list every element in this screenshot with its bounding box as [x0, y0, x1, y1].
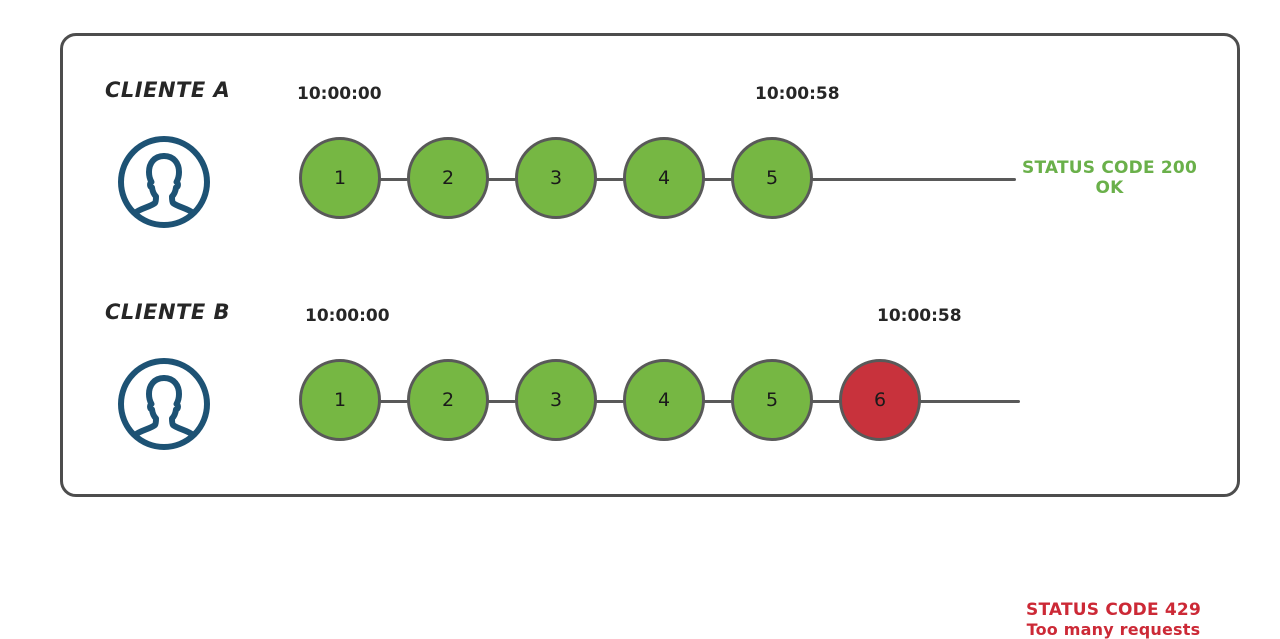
- link-line: [486, 400, 516, 403]
- timestamp-end-a: 10:00:58: [755, 84, 840, 104]
- link-line: [378, 400, 408, 403]
- request-node[interactable]: 4: [623, 137, 705, 219]
- link-line-to-status: [918, 400, 1020, 403]
- request-node[interactable]: 3: [515, 359, 597, 441]
- link-line: [378, 178, 408, 181]
- link-line-to-status: [810, 178, 1016, 181]
- status-text-a: OK: [1095, 177, 1124, 198]
- request-node[interactable]: 2: [407, 137, 489, 219]
- diagram-canvas: CLIENTE A 10:00:00 10:00:58 1 2 3 4 5: [60, 33, 1240, 638]
- request-node-blocked[interactable]: 6: [839, 359, 921, 441]
- link-line: [702, 178, 732, 181]
- link-line: [594, 400, 624, 403]
- timestamp-start-a: 10:00:00: [297, 84, 382, 104]
- user-avatar-icon: [116, 356, 212, 452]
- request-node[interactable]: 4: [623, 359, 705, 441]
- link-line: [486, 178, 516, 181]
- request-node[interactable]: 1: [299, 359, 381, 441]
- status-text-b: Too many requests: [1026, 619, 1201, 639]
- request-node[interactable]: 2: [407, 359, 489, 441]
- status-badge-b: STATUS CODE 429 Too many requests: [1026, 600, 1201, 639]
- status-code-b: STATUS CODE 429: [1026, 600, 1201, 620]
- link-line: [702, 400, 732, 403]
- link-line: [594, 178, 624, 181]
- request-node[interactable]: 5: [731, 359, 813, 441]
- request-node[interactable]: 3: [515, 137, 597, 219]
- request-node[interactable]: 1: [299, 137, 381, 219]
- timestamp-start-b: 10:00:00: [305, 306, 390, 326]
- client-label-b: CLIENTE B: [105, 300, 231, 324]
- status-code-a: STATUS CODE 200: [1022, 158, 1197, 178]
- client-label-a: CLIENTE A: [105, 78, 231, 102]
- timestamp-end-b: 10:00:58: [877, 306, 962, 326]
- link-line: [810, 400, 840, 403]
- user-avatar-icon: [116, 134, 212, 230]
- status-badge-a: STATUS CODE 200 OK: [1022, 158, 1197, 198]
- request-node[interactable]: 5: [731, 137, 813, 219]
